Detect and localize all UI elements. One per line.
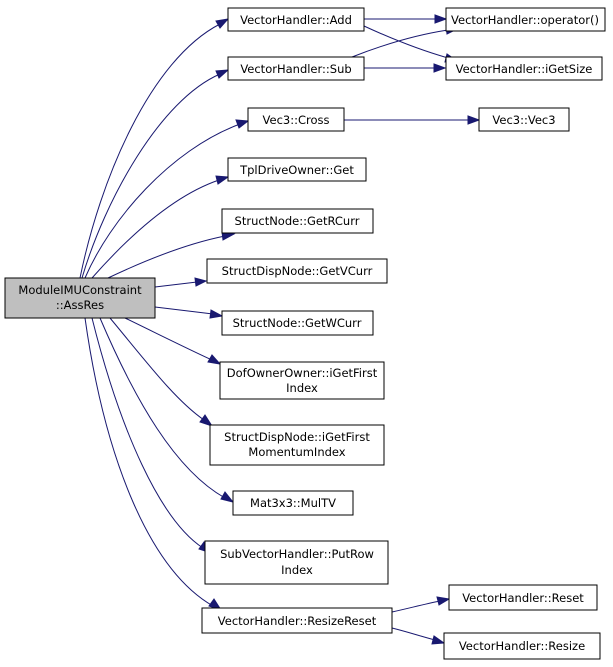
node-structdispnode-getvcurr[interactable]: StructDispNode::GetVCurr: [206, 258, 388, 284]
edge-add-igetsize: [363, 25, 449, 59]
node-structdispnode-igetfirstmomentumindex[interactable]: StructDispNode::iGetFirst MomentumIndex: [209, 424, 385, 466]
node-vec3-label: Vec3::Vec3: [492, 113, 555, 127]
node-vectorhandler-igetsize[interactable]: VectorHandler::iGetSize: [445, 56, 603, 81]
edge-root-getvcurr-arrow: [194, 277, 208, 287]
edge-resizereset-reset-arrow: [436, 596, 451, 606]
node-vectorhandler-add[interactable]: VectorHandler::Add: [227, 7, 365, 32]
node-subvectorhandler-putrowindex[interactable]: SubVectorHandler::PutRow Index: [204, 540, 389, 585]
node-add-label: VectorHandler::Add: [240, 13, 352, 27]
node-root[interactable]: ModuleIMUConstraint ::AssRes: [4, 277, 156, 319]
edge-resizereset-resize: [391, 627, 436, 641]
node-structnode-getwcurr[interactable]: StructNode::GetWCurr: [221, 310, 374, 336]
node-getwcurr-label: StructNode::GetWCurr: [233, 316, 362, 330]
edge-sub-igetsize-arrow: [433, 63, 447, 73]
node-putrow-line-2: Index: [281, 563, 313, 577]
node-putrow-line-1: SubVectorHandler::PutRow: [220, 547, 374, 561]
edge-root-putrow: [91, 317, 204, 549]
node-igetfirstmom-line-1: StructDispNode::iGetFirst: [224, 430, 370, 444]
node-tpldriveowner-get[interactable]: TplDriveOwner::Get: [227, 157, 367, 182]
edge-sub-op: [351, 29, 449, 58]
edge-root-multv-arrow: [220, 491, 235, 503]
edge-root-tplget: [91, 179, 220, 279]
node-root-line-2: ::AssRes: [56, 298, 104, 312]
node-tplget-label: TplDriveOwner::Get: [239, 163, 354, 177]
node-resize-label: VectorHandler::Resize: [459, 639, 585, 653]
node-vectorhandler-sub[interactable]: VectorHandler::Sub: [227, 56, 365, 81]
node-structnode-getrcurr[interactable]: StructNode::GetRCurr: [221, 208, 374, 234]
node-igetfirstmom-line-2: MomentumIndex: [248, 445, 345, 459]
edge-root-igetfirst-arrow: [207, 354, 222, 365]
edge-root-cross: [84, 123, 241, 279]
node-vectorhandler-operator[interactable]: VectorHandler::operator(): [445, 7, 606, 32]
node-cross-label: Vec3::Cross: [263, 113, 330, 127]
edges: [79, 14, 481, 645]
node-vectorhandler-resizereset[interactable]: VectorHandler::ResizeReset: [201, 607, 393, 634]
edge-cross-vec3-arrow: [467, 115, 481, 125]
edge-root-igetfirst: [124, 317, 213, 361]
edge-root-getvcurr: [154, 281, 198, 288]
node-root-line-1: ModuleIMUConstraint: [18, 283, 142, 297]
edge-root-tplget-arrow: [215, 175, 230, 185]
node-multv-label: Mat3x3::MulTV: [250, 496, 336, 510]
node-vectorhandler-resize[interactable]: VectorHandler::Resize: [443, 632, 601, 660]
edge-root-igetfirstmom-arrow: [199, 414, 214, 427]
edge-root-add-arrow: [215, 18, 230, 29]
edge-root-getwcurr-arrow: [209, 309, 224, 319]
node-reset-label: VectorHandler::Reset: [462, 591, 584, 605]
node-vec3-cross[interactable]: Vec3::Cross: [247, 107, 345, 132]
node-vec3-vec3[interactable]: Vec3::Vec3: [478, 107, 570, 132]
edge-root-sub: [81, 73, 221, 279]
node-resizereset-label: VectorHandler::ResizeReset: [218, 614, 377, 628]
node-getvcurr-label: StructDispNode::GetVCurr: [222, 264, 373, 278]
node-igetfirst-line-1: DofOwnerOwner::iGetFirst: [227, 366, 378, 380]
edge-root-resizereset: [84, 317, 214, 607]
edge-root-getwcurr: [154, 306, 214, 315]
edge-resizereset-resize-arrow: [431, 635, 446, 645]
node-sub-label: VectorHandler::Sub: [240, 62, 351, 76]
node-vectorhandler-reset[interactable]: VectorHandler::Reset: [448, 584, 598, 611]
edge-root-multv: [99, 317, 226, 499]
node-mat3x3-multv[interactable]: Mat3x3::MulTV: [232, 490, 354, 516]
node-op-label: VectorHandler::operator(): [451, 13, 599, 27]
edge-root-add: [79, 23, 221, 279]
node-getrcurr-label: StructNode::GetRCurr: [235, 214, 360, 228]
edge-root-igetfirstmom: [109, 317, 205, 421]
edge-root-getrcurr: [107, 235, 226, 279]
node-igetfirst-line-2: Index: [286, 381, 318, 395]
edge-root-cross-arrow: [235, 119, 250, 129]
edge-resizereset-reset: [391, 600, 441, 613]
node-dofownerowner-igetfirstindex[interactable]: DofOwnerOwner::iGetFirst Index: [219, 361, 385, 400]
edge-add-op-arrow: [434, 14, 448, 24]
edge-root-sub-arrow: [215, 69, 230, 79]
node-igetsize-label: VectorHandler::iGetSize: [456, 62, 593, 76]
